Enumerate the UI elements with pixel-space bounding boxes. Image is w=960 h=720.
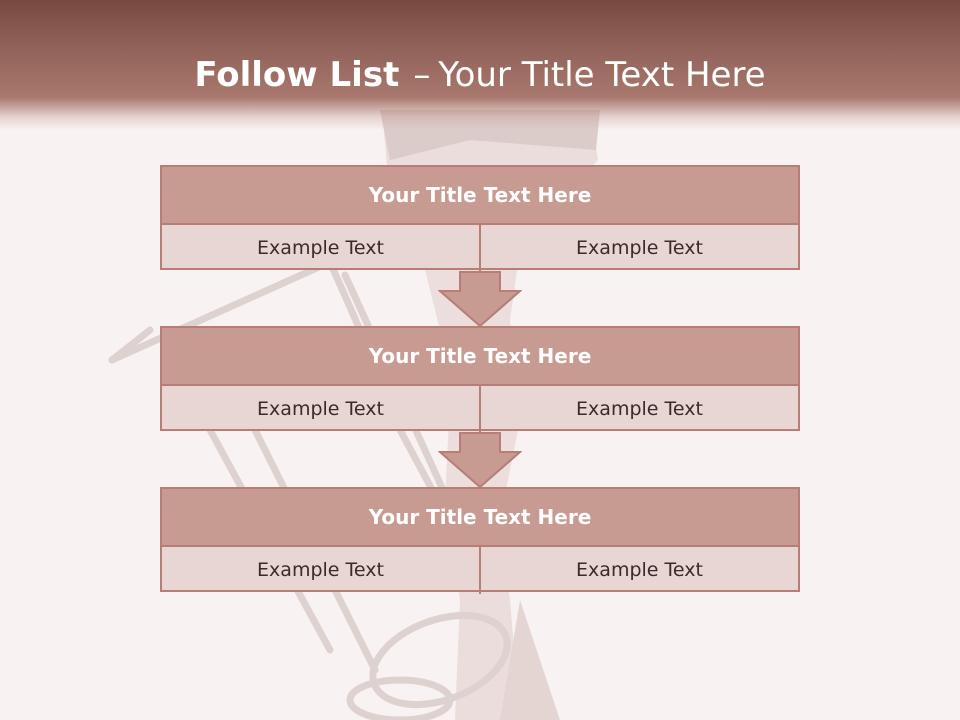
step-block-row: Example Text Example Text xyxy=(162,225,798,272)
down-arrow-icon xyxy=(438,271,522,327)
header-banner: Follow List–Your Title Text Here xyxy=(0,0,960,130)
title-separator: – xyxy=(413,55,431,95)
step-block-cell: Example Text xyxy=(257,398,384,420)
step-block-title: Your Title Text Here xyxy=(162,328,798,386)
step-block-2: Your Title Text Here Example Text Exampl… xyxy=(160,326,800,433)
page-title: Follow List–Your Title Text Here xyxy=(0,52,960,98)
step-block-1: Your Title Text Here Example Text Exampl… xyxy=(160,165,800,272)
down-arrow-icon xyxy=(438,432,522,488)
step-block-cell: Example Text xyxy=(257,559,384,581)
step-block-cell: Example Text xyxy=(479,547,798,594)
step-block-cell: Example Text xyxy=(479,386,798,433)
title-rest-part: Your Title Text Here xyxy=(438,55,766,95)
step-block-cell: Example Text xyxy=(257,237,384,259)
step-block-3: Your Title Text Here Example Text Exampl… xyxy=(160,487,800,594)
step-block-title: Your Title Text Here xyxy=(162,167,798,225)
step-block-row: Example Text Example Text xyxy=(162,386,798,433)
step-block-cell: Example Text xyxy=(479,225,798,272)
title-bold-part: Follow List xyxy=(194,55,400,95)
step-block-title: Your Title Text Here xyxy=(162,489,798,547)
step-block-row: Example Text Example Text xyxy=(162,547,798,594)
